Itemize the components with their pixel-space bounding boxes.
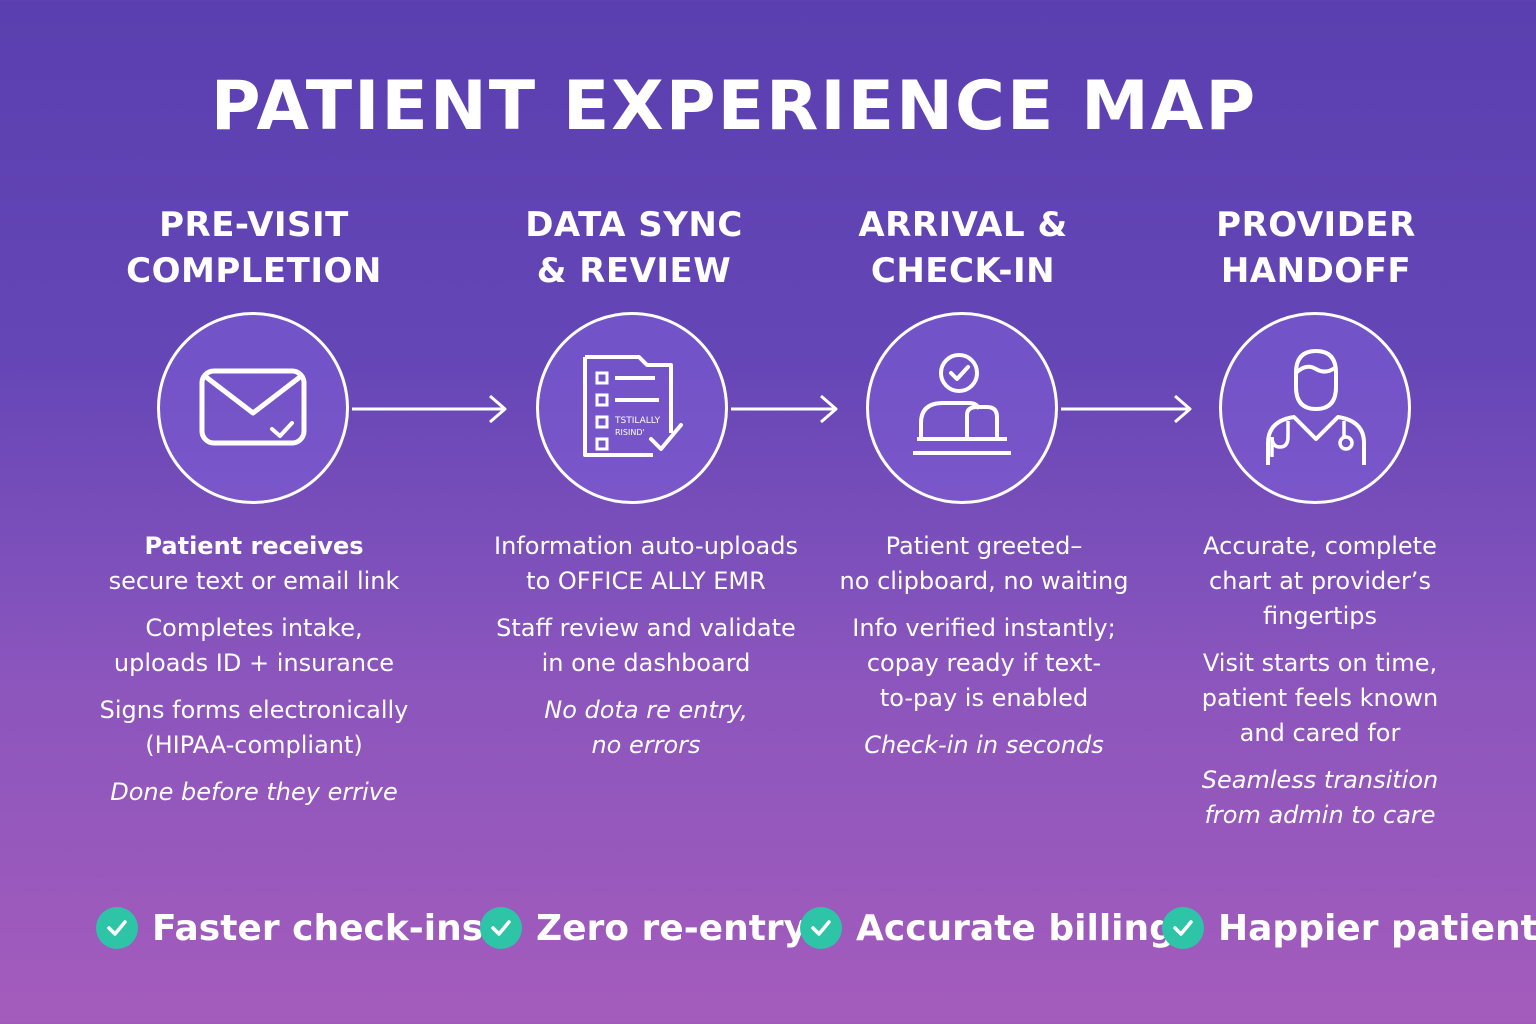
stage-3-description: Patient greeted–no clipboard, no waiting… [814,529,1154,775]
stage-4-title: PROVIDER HANDOFF [1146,202,1486,294]
stage-1-title-line-1: PRE-VISIT [159,205,349,245]
stage-1-line: secure text or email link [108,567,400,595]
check-circle-icon [96,907,138,949]
stage-2-circle: TSTILALLY RISIND' [536,312,728,504]
checklist-text-1: TSTILALLY [614,416,661,426]
benefit-accurate-billing: Accurate billing [800,898,1175,958]
document-checklist-icon: TSTILALLY RISIND' [583,355,683,457]
stage-3-line: Info verified instantly;copay ready if t… [852,614,1116,712]
check-circle-icon [800,907,842,949]
stage-2-title: DATA SYNC & REVIEW [464,202,804,294]
stage-1-title-line-2: COMPLETION [126,251,382,291]
arrow-right-icon [352,394,507,424]
benefit-zero-re-entry: Zero re-entry [480,898,807,958]
stage-3-circle [866,312,1058,504]
stage-3-title-line-1: ARRIVAL & [858,205,1068,245]
stage-1-line: Signs forms electronically(HIPAA-complia… [99,696,409,759]
benefit-label: Faster check-ins [152,907,484,949]
benefit-label: Zero re-entry [536,907,808,949]
benefit-faster-check-ins: Faster check-ins [96,898,483,958]
benefit-happier-patients: Happier patients [1162,898,1536,958]
stage-1-line: Completes intake,uploads ID + insurance [113,614,395,677]
check-in-desk-icon [913,353,1011,455]
arrow-right-icon [1061,394,1192,424]
arrow-right-icon [731,394,838,424]
stage-1-circle [157,312,349,504]
stage-1-description: Patient receives secure text or email li… [84,529,424,822]
stage-1-highlight: Done before they errive [110,778,398,806]
benefit-label: Accurate billing [856,907,1175,949]
stage-3-title-line-2: CHECK-IN [870,251,1056,291]
stage-3-title: ARRIVAL & CHECK-IN [793,202,1133,294]
stage-2-highlight: No dota re entry,no errors [544,696,748,759]
stage-3-highlight: Check-in in seconds [864,731,1104,759]
doctor-stethoscope-icon [1266,348,1366,465]
stage-3-line: Patient greeted–no clipboard, no waiting [839,532,1129,595]
stage-4-title-line-1: PROVIDER [1216,205,1416,245]
stage-2-title-line-1: DATA SYNC [525,205,743,245]
check-circle-icon [1162,907,1204,949]
stage-4-circle [1219,312,1411,504]
benefits-row: Faster check-ins Zero re-entry Accurate … [0,898,1536,958]
benefit-label: Happier patients [1218,907,1536,949]
check-circle-icon [480,907,522,949]
envelope-check-icon [199,368,307,446]
page-title: PATIENT EXPERIENCE MAP [210,67,1258,146]
checklist-text-2: RISIND' [615,428,645,437]
stage-1-line: Patient receives [144,532,364,560]
stage-4-line: Visit starts on time,patient feels known… [1201,649,1439,747]
stage-2-title-line-2: & REVIEW [536,251,732,291]
stage-4-title-line-2: HANDOFF [1220,251,1412,291]
stage-1-title: PRE-VISIT COMPLETION [84,202,424,294]
